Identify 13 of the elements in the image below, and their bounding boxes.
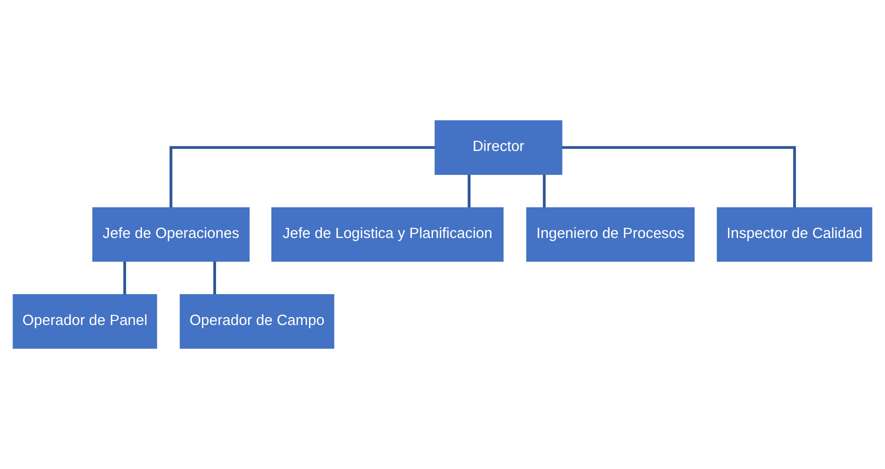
node-box: Operador de Campo (180, 294, 334, 349)
connector (170, 146, 435, 208)
node-box: Operador de Panel (12, 294, 158, 349)
node-box: Ingeniero de Procesos (526, 207, 695, 262)
node-box: Jefe de Operaciones (92, 207, 250, 262)
node-box: Director (434, 120, 562, 175)
connector (542, 174, 546, 208)
connector (562, 146, 796, 208)
node-box: Jefe de Logistica y Planificacion (271, 207, 504, 262)
connector (123, 262, 126, 294)
node-box: Inspector de Calidad (716, 207, 872, 262)
connector (468, 174, 470, 208)
connector (213, 262, 216, 294)
